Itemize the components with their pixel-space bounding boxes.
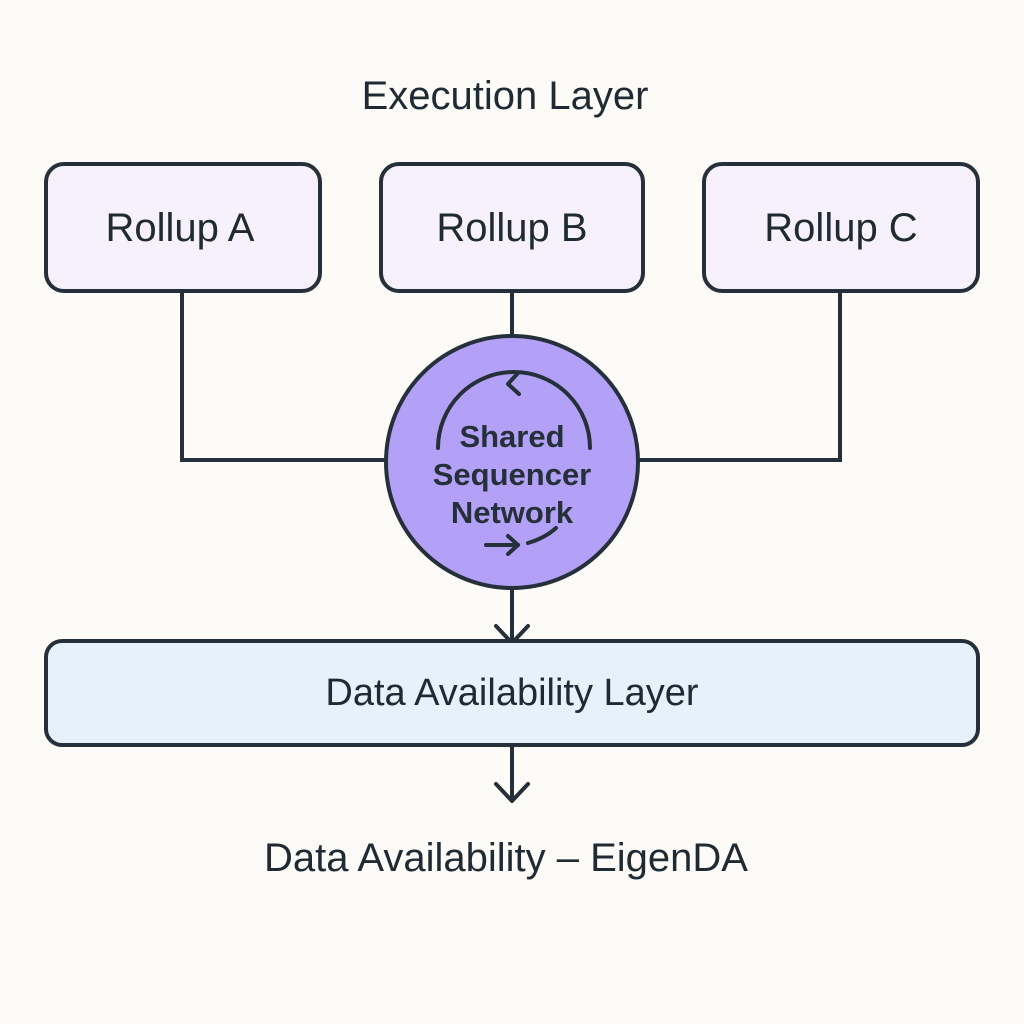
arrowhead-da-to-eigenda	[494, 782, 530, 803]
cycle-arrowhead-top-icon	[506, 371, 521, 396]
connector-rollup-c	[638, 291, 842, 462]
rollup-a-label: Rollup A	[105, 206, 255, 250]
rollup-c-label: Rollup C	[764, 206, 918, 250]
rollup-b-box	[379, 162, 645, 293]
sequencer-label-line-2: Sequencer	[432, 457, 592, 492]
rollup-b-label: Rollup B	[436, 206, 588, 250]
cycle-arrow-bottom-tail-icon	[526, 526, 558, 545]
data-availability-layer-label: Data Availability Layer	[325, 672, 699, 714]
execution-layer-title: Execution Layer	[361, 74, 649, 118]
shared-sequencer-circle	[384, 334, 640, 590]
rollup-a-box	[44, 162, 322, 293]
eigenda-label: Data Availability – EigenDA	[264, 836, 748, 880]
connector-rollup-a	[180, 291, 386, 462]
cycle-arrow-top-icon	[436, 370, 592, 450]
sequencer-label-line-1: Shared	[459, 419, 565, 454]
rollup-c-box	[702, 162, 980, 293]
sequencer-label-line-3: Network	[450, 495, 574, 530]
cycle-arrowhead-bottom-icon	[506, 534, 520, 556]
